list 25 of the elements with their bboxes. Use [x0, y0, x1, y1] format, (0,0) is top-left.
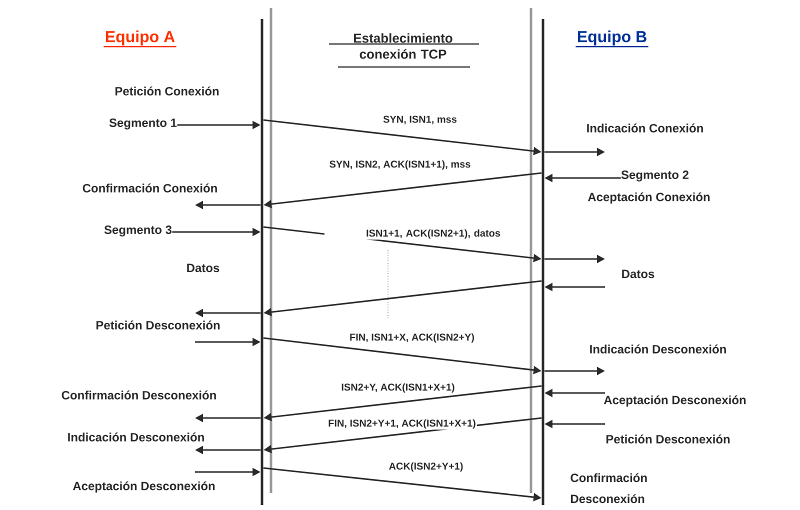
event-label: Confirmación Conexión — [82, 184, 217, 192]
edge-label: ACK(ISN2+Y+1) — [388, 461, 464, 473]
event-label: Indicación Desconexión — [68, 432, 204, 442]
event-label: Indicación Desconexión — [590, 344, 726, 354]
event-label: Petición Desconexión — [96, 320, 220, 330]
event-label: Indicación Conexión — [587, 124, 703, 132]
edge-label: SYN, ISN1, mss — [382, 114, 458, 126]
step-label: Datos — [187, 264, 220, 272]
edge-label: FIN, ISN1+X, ACK(ISN2+Y) — [348, 332, 476, 344]
node-label: Equipo A — [106, 30, 175, 46]
event-label: Aceptación Desconexión — [72, 481, 215, 493]
edge-label: ISN2+Y, ACK(ISN1+X+1) — [340, 382, 456, 394]
edge-label: SYN, ISN2, ACK(ISN1+1), mss — [328, 159, 472, 171]
event-label: Aceptación Desconexión — [604, 395, 746, 407]
title: Establecimiento conexión TCP — [329, 33, 479, 68]
step-label: Confirmación Desconexión — [570, 473, 647, 504]
step-label: Petición Conexión — [115, 86, 219, 96]
event-label: Datos — [622, 270, 654, 278]
edge-label: ISN1+1, ACK(ISN2+1), datos — [324, 228, 502, 240]
event-label: Segmento 2 — [621, 170, 689, 182]
node-label: Equipo B — [578, 30, 646, 46]
edge-label: FIN, ISN2+Y+1, ACK(ISN1+X+1) — [327, 418, 477, 430]
event-label: Confirmación Desconexión — [62, 390, 216, 400]
event-label: Petición Desconexión — [606, 434, 730, 444]
step-label: Aceptación Conexión — [588, 192, 710, 204]
